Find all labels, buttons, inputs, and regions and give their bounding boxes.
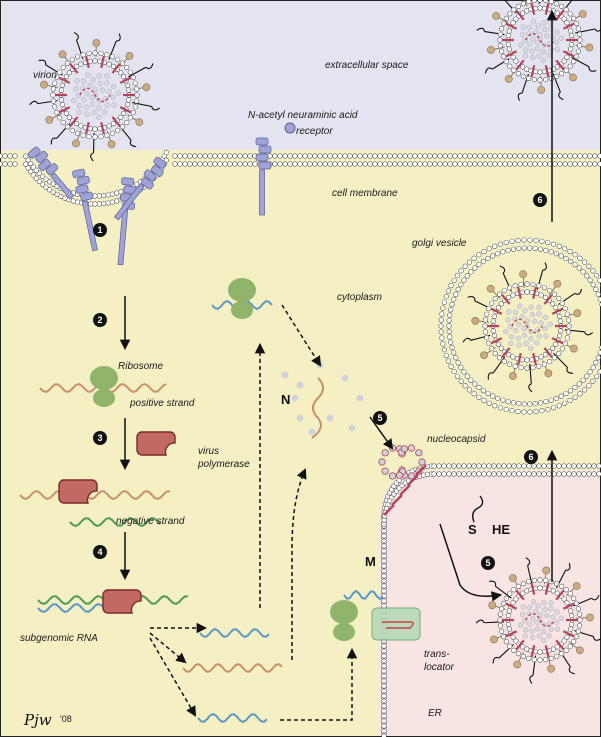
m-protein-1 bbox=[391, 494, 403, 506]
m-protein-4 bbox=[415, 464, 427, 476]
arrow-subgenomic-2 bbox=[149, 632, 187, 664]
virus-polymerase bbox=[136, 431, 176, 456]
label-receptor: receptor bbox=[296, 126, 333, 137]
virion-in-golgi bbox=[462, 262, 594, 393]
svg-text:5: 5 bbox=[485, 558, 490, 568]
arrows bbox=[119, 9, 558, 721]
rna-negative-strand bbox=[69, 516, 161, 528]
svg-text:2: 2 bbox=[97, 315, 102, 325]
svg-text:3: 3 bbox=[97, 433, 102, 443]
golgi-vesicle-membrane bbox=[438, 237, 601, 415]
label-he-protein: HE bbox=[492, 522, 510, 537]
ribosome-2 bbox=[228, 278, 256, 319]
m-protein-3 bbox=[407, 474, 419, 486]
m-protein-0 bbox=[383, 504, 395, 516]
label-polymerase: polymerase bbox=[197, 459, 250, 470]
label-negative-strand: negative strand bbox=[116, 516, 185, 527]
n-protein-9 bbox=[291, 394, 299, 402]
step-5-marker: 5 bbox=[373, 411, 387, 425]
step-2-marker: 2 bbox=[93, 313, 107, 327]
ribosome-1 bbox=[90, 366, 118, 407]
receptors bbox=[27, 122, 296, 266]
virion-entering bbox=[29, 31, 160, 162]
label-virion: virion bbox=[33, 70, 57, 81]
rna-subgenomic-m bbox=[197, 712, 268, 724]
step-5-marker: 5 bbox=[481, 556, 495, 570]
label-positive-strand: positive strand bbox=[129, 398, 195, 409]
label-m-protein: M bbox=[365, 554, 376, 569]
arrow-to-n bbox=[281, 304, 322, 367]
arrow-to-genome bbox=[291, 468, 307, 660]
signature: Pjw bbox=[23, 711, 52, 729]
arrow-step-5-bud bbox=[439, 523, 503, 602]
label-golgi-vesicle: golgi vesicle bbox=[412, 238, 467, 249]
receptor-bound-2 bbox=[72, 168, 98, 252]
ribosome-3 bbox=[330, 600, 358, 641]
label-ribosome: Ribosome bbox=[118, 361, 163, 372]
rna-subgenomic-1 bbox=[37, 602, 108, 614]
n-protein-8 bbox=[308, 428, 316, 436]
label-nucleocapsid: nucleocapsid bbox=[427, 434, 486, 445]
svg-text:4: 4 bbox=[97, 547, 102, 557]
receptor-bound-1 bbox=[27, 146, 75, 200]
n-protein-6 bbox=[326, 414, 334, 422]
step-6-marker: 6 bbox=[533, 193, 547, 207]
arrow-to-translocator bbox=[280, 647, 358, 721]
label-s-protein: S bbox=[468, 522, 477, 537]
molecules bbox=[19, 278, 484, 724]
receptor-bound-4 bbox=[113, 156, 167, 221]
arrow-subgenomic-3 bbox=[149, 637, 197, 717]
svg-text:6: 6 bbox=[537, 195, 542, 205]
rna-on-ribosome bbox=[343, 589, 384, 601]
step-markers: 1 2 3 4 5 5 6 6 bbox=[93, 193, 547, 570]
label-cytoplasm: cytoplasm bbox=[337, 292, 382, 303]
step-3-marker: 3 bbox=[93, 431, 107, 445]
receptor-head bbox=[284, 122, 296, 134]
arrow-step-5-assemble bbox=[369, 416, 394, 450]
rna-subgenomic-long bbox=[182, 662, 283, 674]
rna-genome-free bbox=[311, 377, 324, 439]
step-6-marker: 6 bbox=[524, 450, 538, 464]
label-n-protein: N bbox=[281, 392, 290, 407]
receptor-free bbox=[255, 137, 272, 216]
step-4-marker: 4 bbox=[93, 545, 107, 559]
extracellular-region bbox=[0, 0, 601, 150]
polymerase-on-template bbox=[58, 479, 98, 504]
virion-budded bbox=[475, 557, 601, 684]
step-1-marker: 1 bbox=[93, 223, 107, 237]
label-subgenomic-rna: subgenomic RNA bbox=[20, 633, 98, 644]
n-protein-5 bbox=[296, 414, 304, 422]
label-extracellular-space: extracellular space bbox=[325, 60, 409, 71]
signature-year: '08 bbox=[60, 714, 72, 724]
n-protein-7 bbox=[348, 424, 356, 432]
label-er: ER bbox=[428, 708, 442, 719]
label-n-acetyl-neuraminic-acid: N-acetyl neuraminic acid bbox=[248, 110, 358, 121]
n-protein-4 bbox=[356, 394, 364, 402]
n-protein-3 bbox=[341, 374, 349, 382]
label-translocator-1: trans- bbox=[424, 649, 450, 660]
label-virus: virus bbox=[198, 446, 219, 457]
svg-text:6: 6 bbox=[528, 452, 533, 462]
translocator bbox=[371, 607, 421, 641]
label-cell-membrane: cell membrane bbox=[332, 188, 398, 199]
svg-text:5: 5 bbox=[377, 413, 382, 423]
n-protein-0 bbox=[281, 371, 289, 379]
rna-subgenomic-short bbox=[199, 627, 270, 639]
nascent-peptide bbox=[382, 621, 414, 629]
virions bbox=[29, 0, 601, 684]
polymerase-on-negative bbox=[102, 589, 142, 614]
s-protein bbox=[471, 495, 484, 523]
label-translocator-2: locator bbox=[424, 662, 455, 673]
svg-text:1: 1 bbox=[97, 225, 102, 235]
n-protein-1 bbox=[296, 381, 304, 389]
m-protein-2 bbox=[399, 484, 411, 496]
rna-template-positive bbox=[19, 489, 170, 501]
